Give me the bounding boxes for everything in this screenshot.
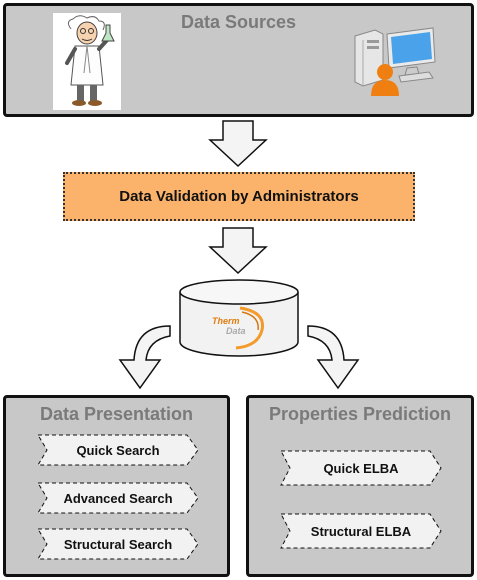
data-sources-panel: Data Sources xyxy=(3,3,474,117)
data-presentation-panel: Data Presentation Quick Search Advanced … xyxy=(3,395,230,577)
curved-arrow-icon xyxy=(114,322,174,390)
quick-search-button[interactable]: Quick Search xyxy=(37,434,199,466)
structural-elba-button[interactable]: Structural ELBA xyxy=(280,513,442,549)
data-sources-title: Data Sources xyxy=(180,12,297,32)
quick-elba-label: Quick ELBA xyxy=(323,460,399,476)
data-validation-box: Data Validation by Administrators xyxy=(63,172,415,221)
structural-elba-label: Structural ELBA xyxy=(310,523,412,539)
structural-search-button[interactable]: Structural Search xyxy=(37,528,199,560)
data-presentation-title: Data Presentation xyxy=(39,404,194,424)
properties-prediction-panel: Properties Prediction Quick ELBA Structu… xyxy=(246,395,474,577)
quick-search-label: Quick Search xyxy=(76,442,160,458)
curved-arrow-icon xyxy=(304,322,364,390)
logo-text-bottom: Data xyxy=(226,326,246,336)
logo-text-top: Therm xyxy=(212,316,240,326)
computer-user-icon xyxy=(351,24,441,96)
properties-prediction-title: Properties Prediction xyxy=(268,404,452,424)
structural-search-label: Structural Search xyxy=(63,536,173,552)
down-arrow-icon xyxy=(208,120,268,168)
database-icon: Therm Data xyxy=(178,278,300,360)
advanced-search-label: Advanced Search xyxy=(63,490,173,506)
quick-elba-button[interactable]: Quick ELBA xyxy=(280,450,442,486)
data-validation-label: Data Validation by Administrators xyxy=(119,188,359,205)
advanced-search-button[interactable]: Advanced Search xyxy=(37,482,199,514)
thermodata-logo: Therm Data xyxy=(212,316,268,336)
down-arrow-icon xyxy=(208,227,268,275)
scientist-icon xyxy=(53,13,121,110)
